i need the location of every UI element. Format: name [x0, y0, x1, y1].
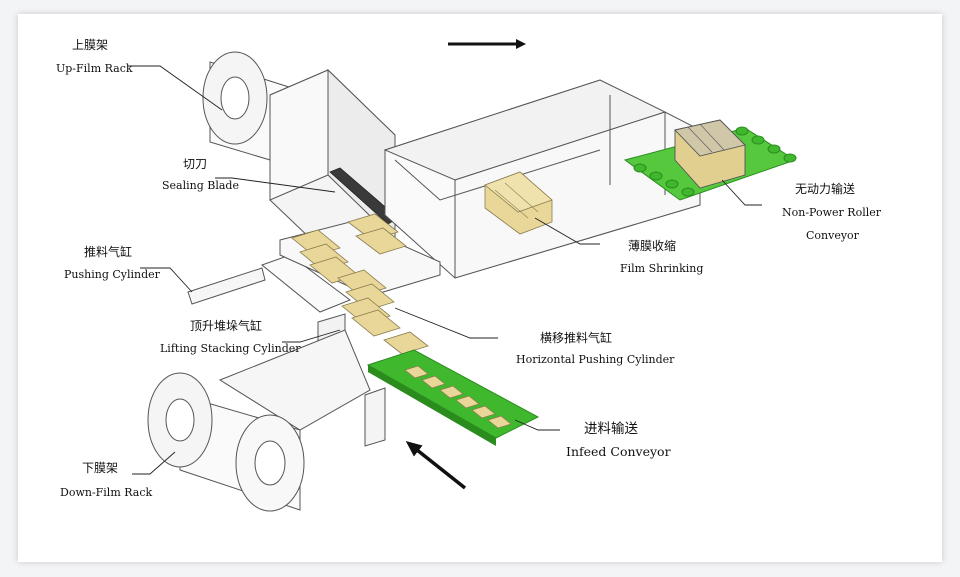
label-pushing-cylinder-zh: 推料气缸 — [84, 244, 132, 259]
label-non-power-roller-zh: 无动力输送 — [795, 181, 855, 196]
infeed-conveyor — [366, 349, 540, 446]
label-lifting-stacking-cylinder-en: Lifting Stacking Cylinder — [160, 342, 301, 355]
label-infeed-conveyor-en: Infeed Conveyor — [566, 444, 671, 459]
flow-arrow-bottom — [405, 441, 467, 490]
shrink-tunnel — [383, 79, 701, 279]
leader-lines — [128, 65, 762, 475]
label-film-shrinking-en: Film Shrinking — [620, 262, 703, 275]
label-up-film-rack-zh: 上膜架 — [72, 38, 108, 52]
label-lifting-stacking-cylinder-zh: 顶升堆垛气缸 — [190, 318, 262, 333]
label-down-film-rack-zh: 下膜架 — [82, 461, 118, 475]
down-film-roll — [147, 329, 371, 512]
label-non-power-roller-en-1: Non-Power Roller — [782, 206, 882, 219]
label-film-shrinking-zh: 薄膜收缩 — [628, 238, 676, 253]
label-horizontal-pushing-cylinder-en: Horizontal Pushing Cylinder — [516, 353, 675, 366]
diagram-frame — [18, 14, 942, 562]
label-sealing-blade-en: Sealing Blade — [162, 179, 239, 192]
label-infeed-conveyor-zh: 进料输送 — [584, 421, 638, 437]
label-non-power-roller-en-2: Conveyor — [806, 229, 860, 242]
roller-conveyor — [623, 119, 797, 201]
label-pushing-cylinder-en: Pushing Cylinder — [64, 268, 161, 281]
stacked-boxes — [291, 213, 429, 355]
sealing-housing — [269, 68, 396, 263]
label-down-film-rack-en: Down-Film Rack — [60, 486, 153, 499]
label-sealing-blade-zh: 切刀 — [183, 157, 207, 171]
label-horizontal-pushing-cylinder-zh: 横移推料气缸 — [540, 330, 612, 345]
label-up-film-rack-en: Up-Film Rack — [56, 62, 133, 75]
